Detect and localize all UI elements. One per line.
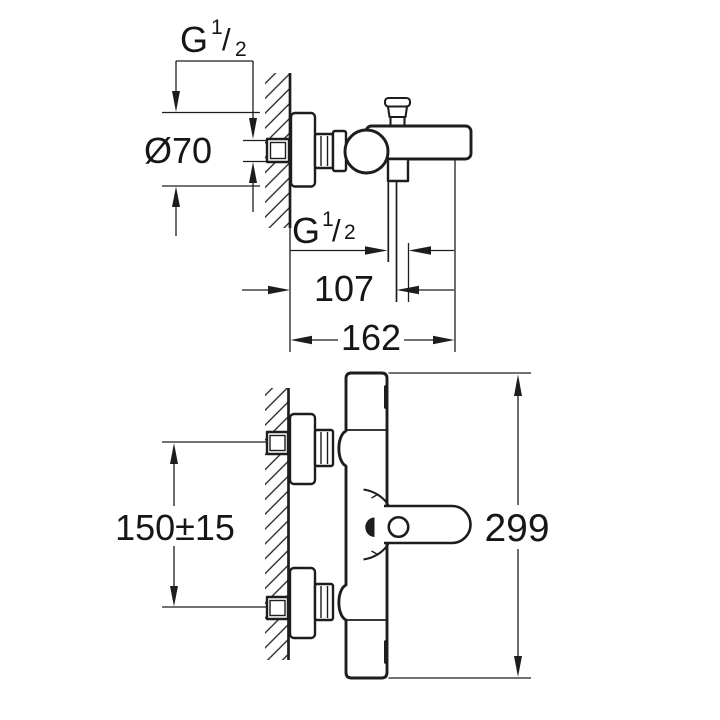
spout-aerator xyxy=(387,515,410,539)
diverter-knob-cap xyxy=(383,96,412,108)
arrow-down-icon xyxy=(249,118,257,139)
inlet-union-square-top-inner xyxy=(269,434,286,452)
plan-view: G 1 / 2 Ø70 G 1 / 2 xyxy=(144,16,473,358)
arrow-left-icon xyxy=(396,285,419,295)
arrow-left-icon xyxy=(290,335,312,345)
union-nut xyxy=(313,132,335,170)
inlet-union-square-top xyxy=(265,430,290,456)
overall-height-value: 299 xyxy=(484,507,549,550)
inlet-union-square xyxy=(265,137,291,164)
union-nut-bottom xyxy=(313,582,335,622)
arrow-down-icon xyxy=(172,91,180,112)
dim-outlet-thread: G 1 / 2 xyxy=(290,208,454,255)
inlet-thread-label-g: G xyxy=(180,19,208,60)
handle-marker xyxy=(365,517,375,537)
wall-hatch xyxy=(265,388,289,660)
escutcheon xyxy=(289,111,317,188)
diverter-knob xyxy=(383,96,412,130)
inlet-union-square-bottom-inner xyxy=(269,599,286,617)
arrow-up-icon xyxy=(172,186,180,207)
spout-fillet-bottom-tick xyxy=(371,550,379,556)
arrow-right-icon xyxy=(268,285,290,295)
dim-outlet-offset: 107 xyxy=(242,268,454,309)
shower-outlet-nipple xyxy=(386,160,410,183)
arrow-up-icon xyxy=(514,374,522,396)
inlet-union-square-bottom xyxy=(265,595,290,621)
arrow-up-icon xyxy=(249,162,257,183)
projection-value: 162 xyxy=(341,317,401,358)
inlet-union-square-inner xyxy=(269,141,287,160)
arrow-right-icon xyxy=(433,335,455,345)
outlet-thread-label-num: 1 xyxy=(322,208,334,231)
outlet-thread-label-slash: / xyxy=(332,213,341,248)
thermostat-body xyxy=(337,371,389,680)
arrow-down-icon xyxy=(170,586,178,607)
dim-inlet-thread: G 1 / 2 xyxy=(162,16,267,236)
outlet-thread-label-g: G xyxy=(292,210,320,251)
elevation-view: 150±15 299 xyxy=(115,371,550,680)
dim-projection: 162 xyxy=(289,158,456,358)
temperature-handle xyxy=(343,128,390,175)
inlet-thread-label-den: 2 xyxy=(235,38,247,61)
escutcheon-top xyxy=(288,412,317,486)
outlet-offset-value: 107 xyxy=(314,268,374,309)
escutcheon-bottom xyxy=(288,566,317,640)
arrow-left-icon xyxy=(408,246,431,255)
handle-grip-mark-top xyxy=(384,385,388,409)
arrow-down-icon xyxy=(514,656,522,677)
arrow-up-icon xyxy=(170,443,178,464)
inlet-thread-label-slash: / xyxy=(222,22,231,57)
spout-fillet-top-tick xyxy=(371,493,379,499)
dim-overall-height: 299 xyxy=(388,372,550,679)
escutcheon-diameter-label: Ø70 xyxy=(144,130,212,171)
connection-spacing-value: 150±15 xyxy=(115,507,235,548)
inlet-thread-label-num: 1 xyxy=(211,16,223,39)
diverter-knob-cup xyxy=(386,105,409,119)
outlet-thread-label-den: 2 xyxy=(344,221,356,244)
handle-grip-mark-bottom xyxy=(384,640,388,664)
union-nut-top xyxy=(313,428,335,468)
dim-connection-spacing: 150±15 xyxy=(115,441,266,608)
arrow-right-icon xyxy=(365,246,388,255)
